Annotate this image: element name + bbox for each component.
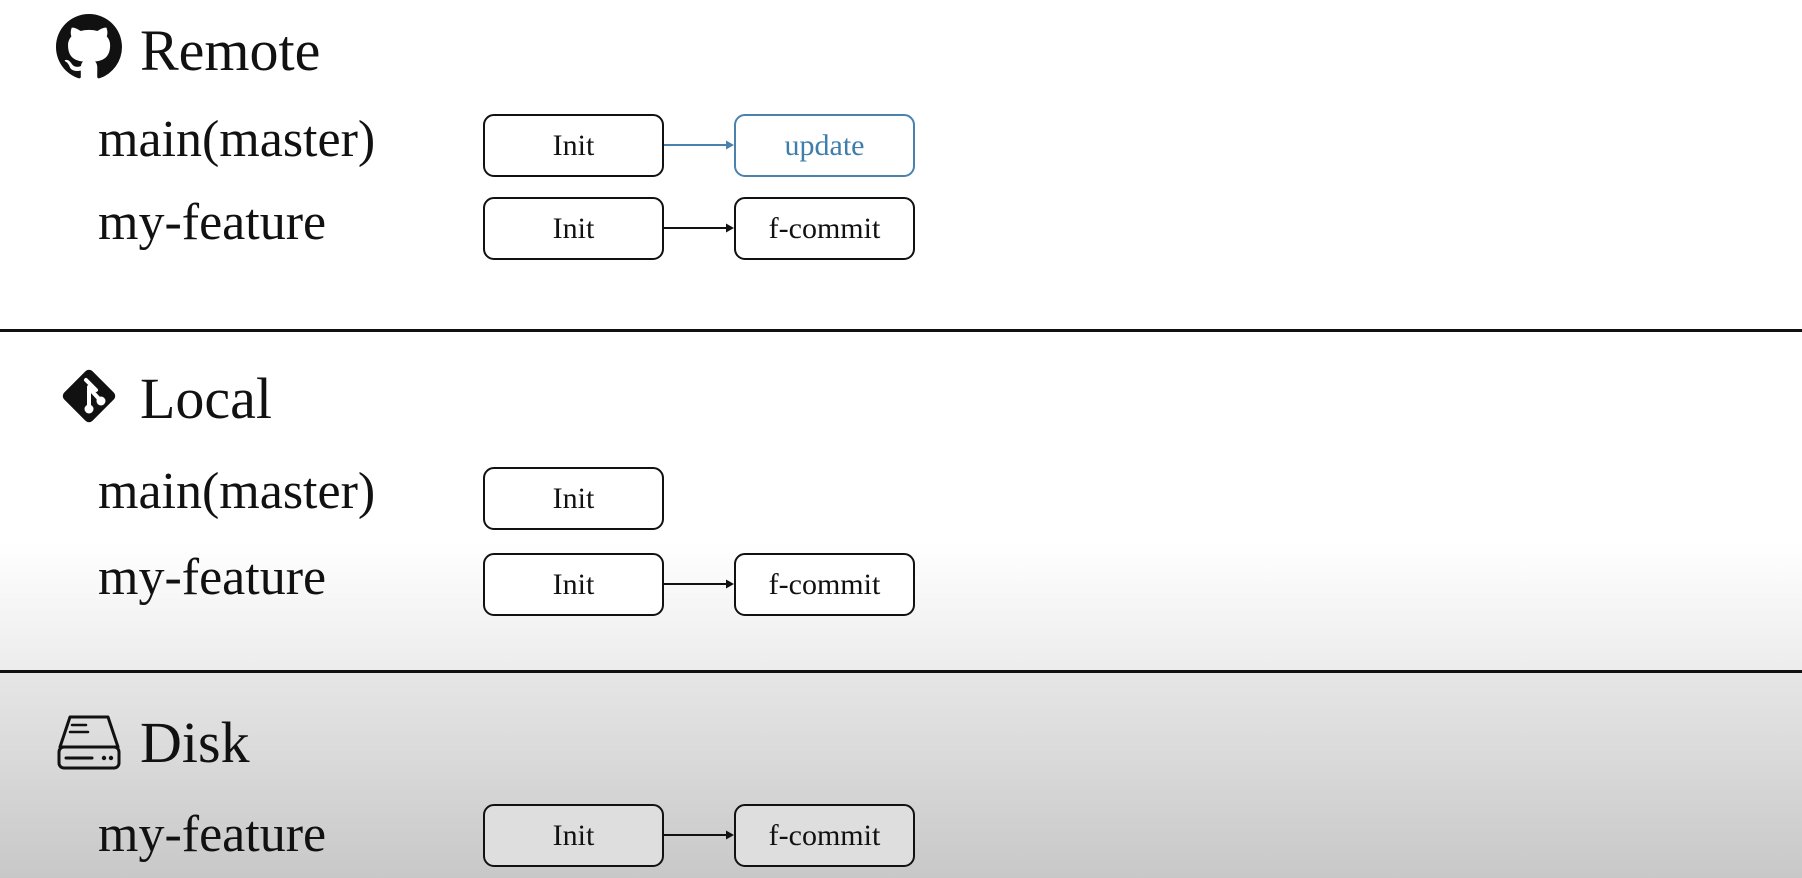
commit-init: Init — [483, 553, 664, 616]
branch-label-my-feature: my-feature — [98, 194, 327, 251]
section-title-disk: Disk — [140, 710, 250, 775]
remote-section: Remote main(master) Init update my-featu… — [0, 0, 1802, 330]
commit-f-commit: f-commit — [734, 804, 915, 867]
hard-drive-icon — [56, 709, 122, 775]
branch-label-my-feature: my-feature — [98, 806, 327, 863]
commit-init: Init — [483, 804, 664, 867]
git-icon — [56, 363, 122, 429]
section-title-local: Local — [140, 366, 273, 431]
local-section: Local main(master) Init my-feature Init … — [0, 332, 1802, 671]
commit-init: Init — [483, 467, 664, 530]
commit-init: Init — [483, 114, 664, 177]
commit-arrow — [664, 139, 734, 151]
branch-label-main: main(master) — [98, 463, 376, 520]
commit-init: Init — [483, 197, 664, 260]
disk-section: Disk my-feature Init f-commit — [0, 673, 1802, 878]
commit-update: update — [734, 114, 915, 177]
section-title-remote: Remote — [140, 18, 321, 83]
section-divider — [0, 329, 1802, 332]
commit-arrow — [664, 222, 734, 234]
branch-label-main: main(master) — [98, 111, 376, 168]
branch-label-my-feature: my-feature — [98, 549, 327, 606]
github-icon — [56, 14, 122, 80]
commit-f-commit: f-commit — [734, 553, 915, 616]
commit-arrow — [664, 578, 734, 590]
section-divider — [0, 670, 1802, 673]
commit-arrow — [664, 829, 734, 841]
commit-f-commit: f-commit — [734, 197, 915, 260]
